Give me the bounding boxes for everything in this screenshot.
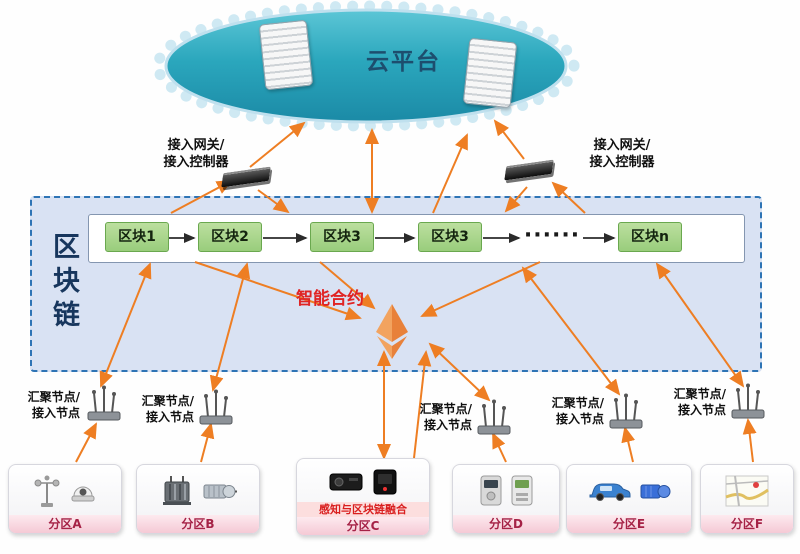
aggregation-node-label: 汇聚节点/ 接入节点: [673, 387, 726, 417]
partition-f-devices: [701, 465, 793, 515]
map-icon: [725, 475, 769, 507]
partition-d-devices: [453, 465, 559, 515]
partition-b-devices: [137, 465, 259, 515]
block-n: 区块n: [618, 222, 682, 252]
partition-a-devices: [9, 465, 121, 515]
partition-b-label: 分区B: [137, 515, 259, 533]
edge-device-icon: [373, 469, 396, 494]
left-gateway-label: 接入网关/ 接入控制器: [163, 138, 229, 170]
partition-f: 分区F: [700, 464, 794, 534]
server-rack-icon: [258, 19, 314, 91]
right-switch-icon: [504, 159, 554, 181]
partition-a: 分区A: [8, 464, 122, 534]
partition-e-label: 分区E: [567, 515, 691, 533]
antenna-router-icon: [199, 389, 233, 425]
partition-b: 分区B: [136, 464, 260, 534]
block-1: 区块1: [105, 222, 169, 252]
anemometer-icon: [34, 475, 59, 507]
partition-e: 分区E: [566, 464, 692, 534]
block-2: 区块2: [198, 222, 262, 252]
fusion-banner: 感知与区块链融合: [297, 502, 429, 517]
ellipsis-dots: ······: [523, 223, 581, 248]
smart-contract-label: 智能合约: [296, 289, 364, 309]
partition-c-label: 分区C: [297, 517, 429, 535]
partition-d-label: 分区D: [453, 515, 559, 533]
cloud-platform-label: 云平台: [366, 49, 441, 75]
aggregation-node-label: 汇聚节点/ 接入节点: [419, 402, 472, 432]
aggregation-node-label: 汇聚节点/ 接入节点: [551, 396, 604, 426]
transformer-icon: [162, 476, 191, 505]
antenna-router-icon: [477, 399, 511, 435]
block-3: 区块3: [310, 222, 374, 252]
partition-e-devices: [567, 465, 691, 515]
antenna-router-icon: [731, 383, 765, 419]
blockchain-title: 区块链: [48, 232, 79, 334]
dome-camera-icon: [71, 486, 94, 502]
ev-car-icon: [589, 483, 630, 501]
block-4: 区块3: [418, 222, 482, 252]
server-rack-icon: [462, 37, 518, 109]
right-gateway-label: 接入网关/ 接入控制器: [589, 138, 655, 170]
smart-meter-icon: [511, 475, 532, 506]
electric-motor-icon: [640, 484, 670, 499]
partition-d: 分区D: [452, 464, 560, 534]
ethereum-icon: [376, 304, 408, 359]
edge-camera-icon: [329, 473, 362, 490]
partition-c-devices: [297, 459, 429, 502]
partition-f-label: 分区F: [701, 515, 793, 533]
smart-meter-icon: [480, 475, 501, 506]
motor-icon: [203, 484, 237, 499]
antenna-router-icon: [87, 385, 121, 421]
partition-c: 感知与区块链融合 分区C: [296, 458, 430, 536]
aggregation-node-label: 汇聚节点/ 接入节点: [141, 394, 194, 424]
aggregation-node-label: 汇聚节点/ 接入节点: [27, 390, 80, 420]
partition-a-label: 分区A: [9, 515, 121, 533]
antenna-router-icon: [609, 393, 643, 429]
